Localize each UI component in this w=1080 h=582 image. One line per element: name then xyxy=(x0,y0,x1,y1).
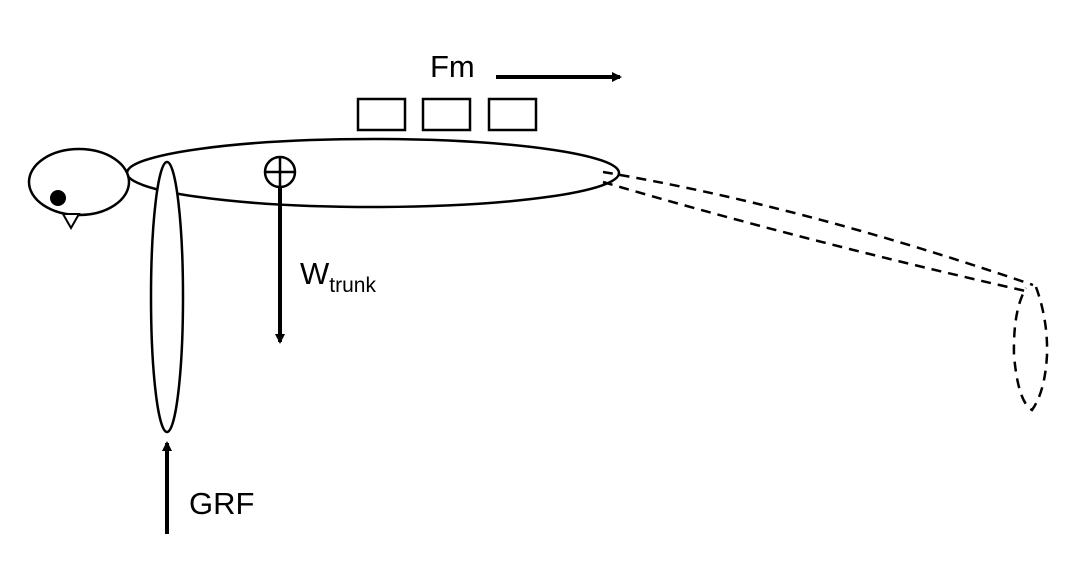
trunk-body xyxy=(125,137,621,209)
tail-cap-outline xyxy=(1012,286,1049,412)
tail-upper-outline xyxy=(602,170,1034,287)
beak-icon xyxy=(61,213,81,231)
eye-icon xyxy=(50,190,66,206)
trunk-weight-label: Wtrunk xyxy=(300,256,376,297)
muscle-block-2 xyxy=(421,97,472,132)
ground-reaction-force-label: GRF xyxy=(189,486,254,521)
head-outline xyxy=(27,147,131,217)
muscle-force-label: Fm xyxy=(430,49,475,84)
trunk-weight-subscript: trunk xyxy=(329,274,376,297)
center-of-mass-icon xyxy=(263,155,297,189)
head xyxy=(27,147,131,231)
leg xyxy=(149,160,185,434)
dashed-tail-segment xyxy=(602,170,1049,412)
tail-lower-outline xyxy=(602,180,1031,294)
muscle-blocks xyxy=(356,97,538,132)
muscle-block-3 xyxy=(487,97,538,132)
muscle-block-1 xyxy=(356,97,407,132)
trunk-weight-main-text: W xyxy=(300,256,330,291)
